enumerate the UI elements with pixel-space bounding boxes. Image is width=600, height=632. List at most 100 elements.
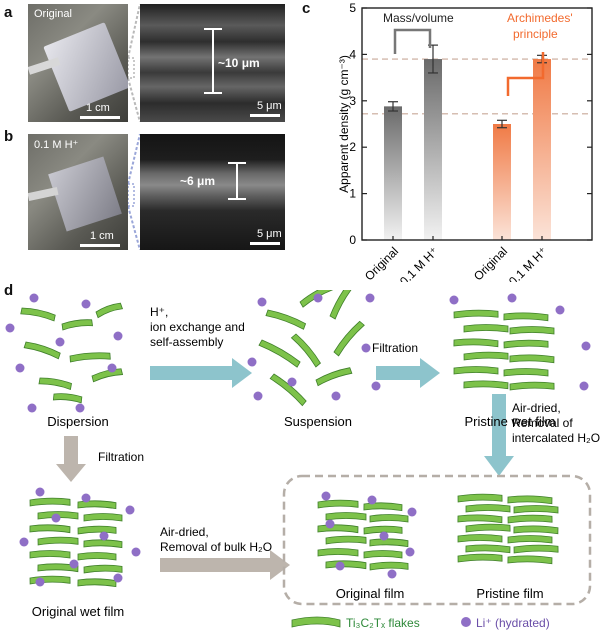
flake <box>463 351 509 361</box>
label-pristine-wet: Pristine wet film <box>464 414 555 429</box>
group-label-mass-volume: Mass/volume <box>383 11 454 25</box>
arrow-filtration-left <box>56 436 86 482</box>
flake <box>37 563 79 573</box>
panel-c-label: c <box>302 0 311 17</box>
li-ion <box>51 513 61 523</box>
flake <box>317 524 359 534</box>
arrow-ion-exchange <box>150 358 252 388</box>
flake <box>77 500 117 510</box>
label-step1-line3: self-assembly <box>150 335 223 349</box>
dispersion-illustration <box>5 293 124 413</box>
flake <box>265 309 307 330</box>
flake <box>363 525 403 535</box>
flake <box>509 326 555 335</box>
label-step1-line2: ion exchange and <box>150 320 245 334</box>
flake <box>77 525 117 535</box>
li-ion <box>313 293 323 303</box>
flake <box>23 341 61 360</box>
flake <box>465 523 511 533</box>
label-pristine-film: Pristine film <box>476 586 543 601</box>
flake <box>457 514 503 524</box>
sem-scale-label: 5 μm <box>257 228 282 240</box>
film-sample <box>48 156 122 232</box>
sem-original: ~10 μm 5 μm <box>140 4 285 122</box>
flake <box>95 302 124 319</box>
label-air-dried-right-2: Removal of <box>512 416 573 430</box>
li-ion <box>113 573 123 583</box>
flake <box>513 525 559 535</box>
flake <box>369 514 409 523</box>
x-tick-label-2: Original <box>471 244 510 282</box>
fabrication-schematic: Dispersion H⁺, ion exchange and self-ass… <box>5 290 600 630</box>
li-ion <box>405 547 415 557</box>
legend-li-label: Li⁺ (hydrated) <box>476 616 550 630</box>
panel-d-label: d <box>4 282 14 299</box>
thickness-bar-cap-top <box>228 162 246 164</box>
photo-label: Original <box>34 8 72 20</box>
flake <box>83 564 123 574</box>
li-ion <box>321 491 331 501</box>
flake <box>509 354 555 364</box>
original-film-illustration <box>317 491 417 579</box>
y-tick-label-2: 2 <box>349 140 356 154</box>
li-ion <box>371 381 381 391</box>
flake <box>453 366 499 375</box>
dried-films-box <box>282 474 592 606</box>
label-original-wet: Original wet film <box>32 604 124 619</box>
film-sample <box>43 22 128 112</box>
bar-0 <box>384 106 402 240</box>
label-filtration-left: Filtration <box>98 450 144 464</box>
flake <box>29 524 71 534</box>
thickness-bar <box>212 28 214 94</box>
flake <box>369 561 409 571</box>
zoom-connector-a <box>128 4 140 122</box>
bar-2 <box>493 124 511 240</box>
label-air-dried-right-3: intercalated H₂O <box>512 431 600 445</box>
li-ion <box>331 391 341 401</box>
li-ion <box>361 343 371 353</box>
sem-protonated: ~6 μm 5 μm <box>140 134 285 250</box>
y-tick-label-4: 4 <box>349 47 356 61</box>
li-ion <box>325 519 335 529</box>
label-air-dried-bulk-2: Removal of bulk H₂O <box>160 540 272 554</box>
flake <box>325 512 367 521</box>
flake <box>465 544 511 554</box>
li-ion <box>367 495 377 505</box>
label-dispersion: Dispersion <box>47 414 108 429</box>
flake <box>315 367 353 387</box>
flake <box>363 502 403 512</box>
flake <box>29 550 71 559</box>
pristine-wet-film-illustration <box>449 293 591 391</box>
y-axis-label: Apparent density (g cm⁻³) <box>337 55 351 193</box>
li-ion <box>335 561 345 571</box>
label-filtration-top: Filtration <box>372 341 418 355</box>
label-suspension: Suspension <box>284 414 352 429</box>
arrow-filtration-top <box>376 358 440 388</box>
flake <box>77 578 117 588</box>
y-tick-label-5: 5 <box>349 1 356 15</box>
y-tick-label-3: 3 <box>349 94 356 108</box>
flake <box>290 333 321 368</box>
flake <box>463 324 509 333</box>
flake <box>463 380 509 390</box>
photo-protonated-film: 0.1 M H⁺ 1 cm <box>28 134 128 250</box>
photo-scale-label: 1 cm <box>90 230 114 242</box>
flake <box>503 312 549 322</box>
flake <box>507 514 553 524</box>
li-ion <box>81 493 91 503</box>
flake <box>325 560 367 570</box>
flake <box>503 368 549 377</box>
sem-scale-label: 5 μm <box>257 100 282 112</box>
flake <box>329 290 356 320</box>
flake <box>457 493 503 503</box>
flake <box>363 550 403 559</box>
legend-flakes-label: Ti₃C₂Tₓ flakes <box>346 616 420 630</box>
flake <box>509 381 555 391</box>
flake <box>513 505 559 514</box>
label-air-dried-bulk-1: Air-dried, <box>160 525 209 539</box>
x-tick-label-0: Original <box>362 244 401 282</box>
li-ion <box>387 569 397 579</box>
li-ion <box>407 507 417 517</box>
group-bracket-mass-volume <box>393 28 432 54</box>
